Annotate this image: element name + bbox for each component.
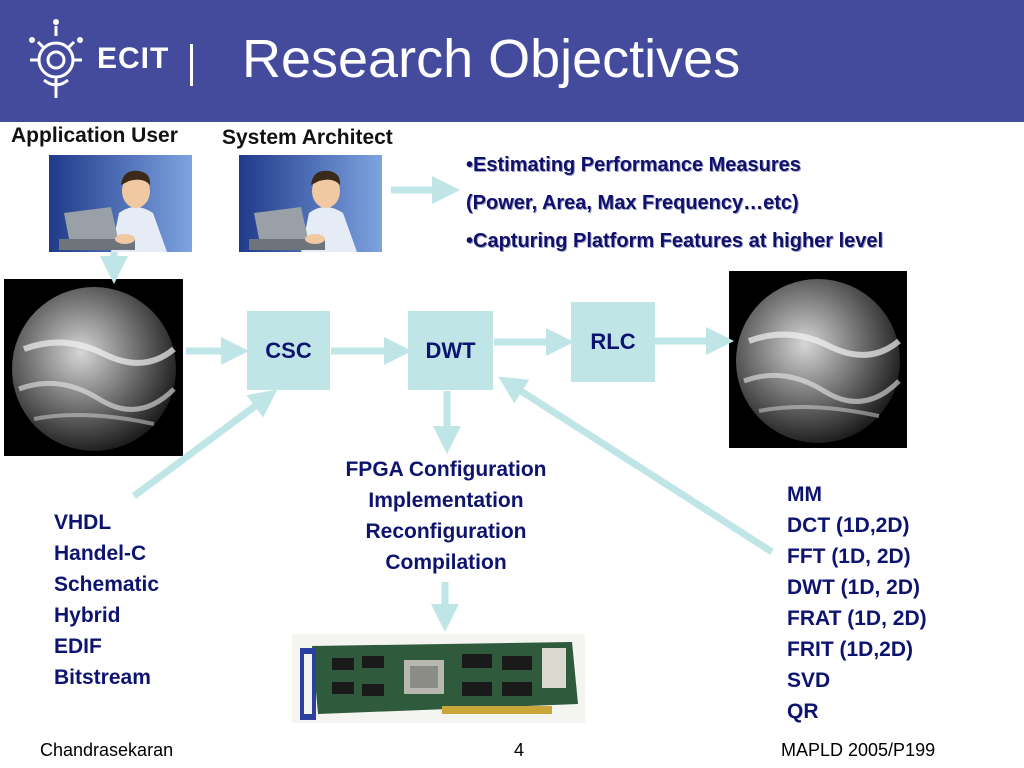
application-user-picture (49, 155, 192, 252)
design-entry-item: EDIF (54, 635, 102, 658)
earth-image-input (4, 279, 183, 456)
bullet-performance: •Estimating Performance Measures (466, 154, 801, 177)
bullet-mark: • (466, 154, 474, 176)
page-title: Research Objectives (242, 29, 741, 89)
footer-page-number: 4 (514, 740, 525, 760)
system-architect-picture (239, 155, 382, 252)
fpga-board-picture (292, 634, 585, 723)
bullet-platform-text: Capturing Platform Features at higher le… (473, 230, 884, 252)
fpga-steps-list: FPGA Configuration Implementation Reconf… (310, 454, 582, 578)
dwt-block: DWT (408, 311, 493, 390)
algorithm-item: FRAT (1D, 2D) (787, 607, 927, 630)
ecit-logo-icon (29, 19, 83, 98)
design-entry-item: Schematic (54, 573, 160, 596)
arrow-algorithms-to-dwt (498, 376, 774, 555)
design-entry-item: Hybrid (54, 604, 121, 627)
design-entry-item: VHDL (54, 511, 112, 534)
application-user-label: Application User (11, 124, 178, 147)
title-bar (0, 0, 1024, 122)
fpga-step: Reconfiguration (365, 520, 527, 543)
bullet-measures: (Power, Area, Max Frequency…etc) (466, 192, 799, 214)
csc-block: CSC (247, 311, 330, 390)
algorithm-item: SVD (787, 669, 831, 692)
logo-divider (190, 44, 193, 86)
arrow-hdl-to-csc (131, 389, 278, 499)
algorithm-list: MM DCT (1D,2D) FFT (1D, 2D) DWT (1D, 2D)… (787, 479, 927, 727)
earth-image-output (729, 271, 907, 448)
algorithm-item: FRIT (1D,2D) (787, 638, 913, 661)
system-architect-label: System Architect (222, 126, 393, 149)
bullet-platform: •Capturing Platform Features at higher l… (466, 230, 883, 253)
fpga-step: Implementation (368, 489, 524, 512)
logo-text: ECIT (97, 42, 170, 75)
footer-author: Chandrasekaran (40, 740, 174, 760)
design-entry-item: Bitstream (54, 666, 151, 689)
fpga-step: Compilation (385, 551, 507, 574)
design-entry-list: VHDL Handel-C Schematic Hybrid EDIF Bits… (54, 507, 159, 693)
footer-conference: MAPLD 2005/P199 (781, 740, 936, 760)
fpga-step: FPGA Configuration (345, 458, 547, 481)
algorithm-item: QR (787, 700, 819, 723)
algorithm-item: MM (787, 483, 822, 506)
algorithm-item: DCT (1D,2D) (787, 514, 910, 537)
algorithm-item: FFT (1D, 2D) (787, 545, 911, 568)
bullet-performance-text: Estimating Performance Measures (473, 154, 801, 176)
bullet-mark: • (466, 230, 474, 252)
rlc-block: RLC (571, 302, 655, 382)
design-entry-item: Handel-C (54, 542, 147, 565)
algorithm-item: DWT (1D, 2D) (787, 576, 920, 599)
